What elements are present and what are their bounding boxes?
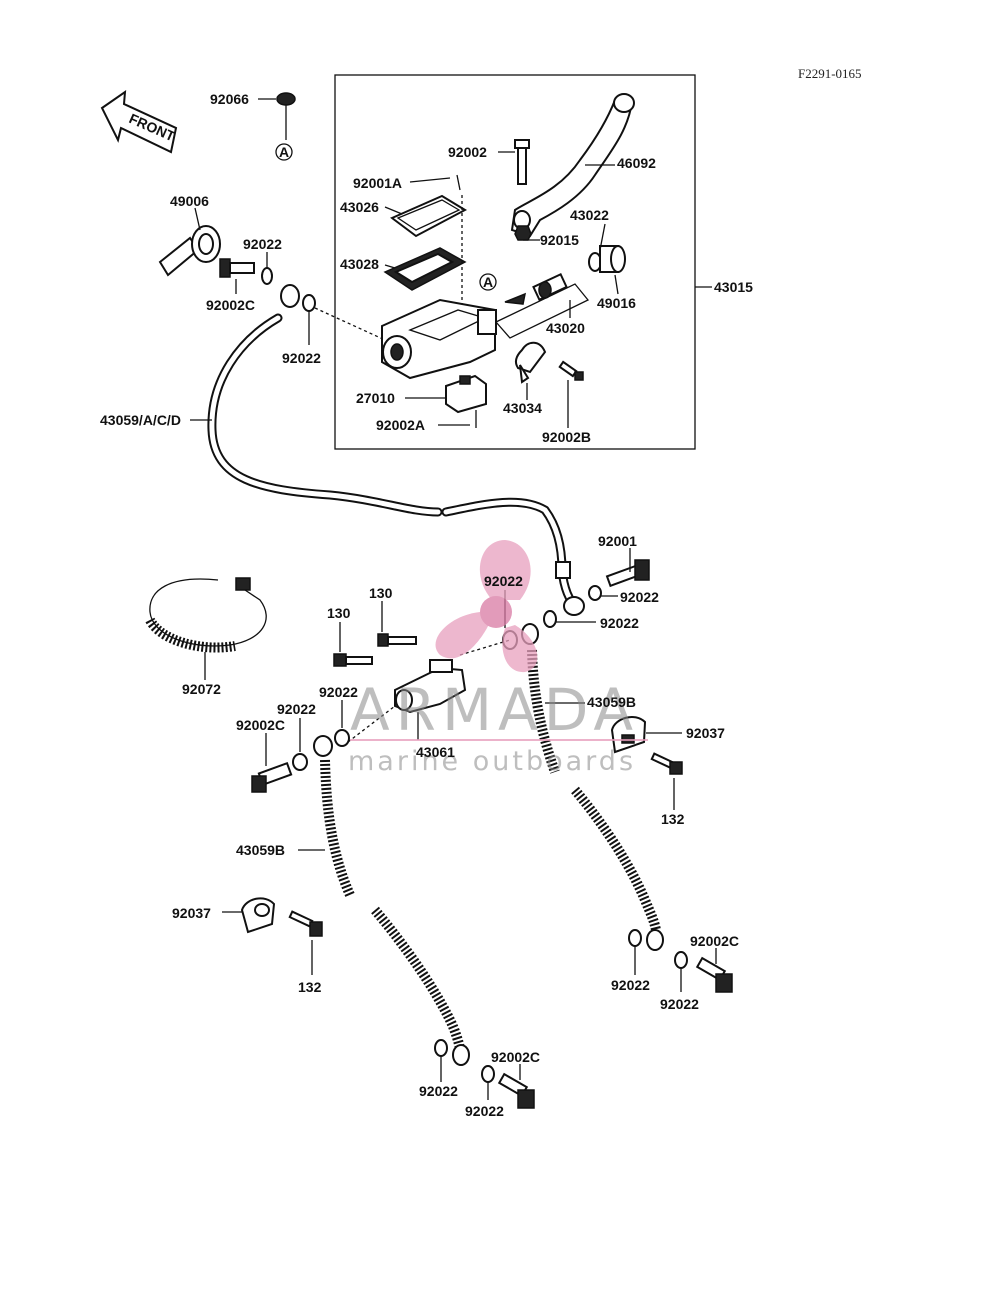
- label-46092: 46092: [617, 155, 656, 171]
- brake-lever-46092: [510, 93, 635, 238]
- nut-92015: [514, 225, 532, 241]
- diagram-code: F2291-0165: [798, 66, 862, 81]
- label-43026: 43026: [340, 199, 379, 215]
- label-92002b: 92002B: [542, 429, 591, 445]
- label-49006: 49006: [170, 193, 209, 209]
- bolt-130-b: [333, 653, 373, 667]
- banjo-bolt-92001: [605, 559, 650, 588]
- washer-92022-right-2: [543, 610, 557, 628]
- label-130-b: 130: [327, 605, 351, 621]
- holder-92037-left: [240, 897, 276, 934]
- diaphragm-43028: [383, 247, 467, 291]
- hose-43059b-right: [521, 623, 664, 951]
- bolt-132-right: [650, 752, 683, 775]
- label-92022-left-2: 92022: [277, 701, 316, 717]
- label-132-left: 132: [298, 979, 322, 995]
- hose-43059acd: [207, 313, 585, 616]
- washer-92022-top-left: [261, 267, 273, 285]
- front-direction-arrow: FRONT: [100, 89, 178, 154]
- master-cylinder-body: [381, 298, 497, 380]
- boot-49016: [599, 245, 626, 273]
- boot-49006: [158, 225, 221, 277]
- ref-marker-circle: [275, 143, 293, 161]
- label-92001a: 92001A: [353, 175, 402, 191]
- label-92002c-left-bottom: 92002C: [491, 1049, 540, 1065]
- washer-92022-right-bottom-1: [628, 929, 642, 947]
- washer-92022-left-bottom-1: [434, 1039, 448, 1057]
- label-27010: 27010: [356, 390, 395, 406]
- cap-92066: A: [275, 92, 296, 161]
- bolt-132-left: [288, 910, 323, 937]
- label-130-a: 130: [369, 585, 393, 601]
- label-92022-right-bottom-1: 92022: [611, 977, 650, 993]
- label-92002a: 92002A: [376, 417, 425, 433]
- banjo-bolt-92002c-top: [219, 258, 255, 278]
- label-49016: 49016: [597, 295, 636, 311]
- label-43022: 43022: [570, 207, 609, 223]
- washer-92022-left-1: [334, 729, 350, 747]
- label-43059acd: 43059/A/C/D: [100, 412, 181, 428]
- label-92066: 92066: [210, 91, 249, 107]
- banjo-bolt-92002c-right-bottom: [695, 956, 733, 993]
- ref-marker-circle-2: [479, 273, 497, 291]
- washer-92022-upper: [302, 294, 316, 312]
- watermark-brand: ARMADA: [350, 676, 639, 744]
- label-92015: 92015: [540, 232, 579, 248]
- master-cylinder-assembly-box: [334, 74, 696, 450]
- label-92037-left: 92037: [172, 905, 211, 921]
- banjo-bolt-92002c-left: [251, 761, 293, 793]
- washer-92022-left-bottom-2: [481, 1065, 495, 1083]
- label-92002c-top: 92002C: [206, 297, 255, 313]
- banjo-fitting-left: [313, 735, 333, 757]
- washer-92022-right-bottom-2: [674, 951, 688, 969]
- label-43034: 43034: [503, 400, 542, 416]
- pivot-bolt-92002: [514, 139, 530, 185]
- label-92002c-left: 92002C: [236, 717, 285, 733]
- piston-assembly-43020: [494, 272, 590, 339]
- label-92037-right: 92037: [686, 725, 725, 741]
- label-43059b-left: 43059B: [236, 842, 285, 858]
- label-92022-upper: 92022: [282, 350, 321, 366]
- propeller-logo: [435, 540, 538, 673]
- banjo-bolt-92002c-left-bottom: [497, 1072, 535, 1109]
- screw-92001a: [456, 174, 461, 191]
- hose-43059b-left: [320, 759, 470, 1066]
- bolt-130-a: [377, 633, 417, 647]
- washer-92022-right-1: [588, 585, 602, 601]
- ref-marker-a-2: A: [483, 274, 493, 290]
- armada-watermark: ARMADA marine outboards: [348, 540, 648, 777]
- ref-marker-a: A: [279, 144, 289, 160]
- label-132-right: 132: [661, 811, 685, 827]
- hose-clamp-band-92072: [145, 577, 267, 653]
- label-92001: 92001: [598, 533, 637, 549]
- reservoir-cover-43026: [390, 194, 468, 238]
- label-92002c-right-bottom: 92002C: [690, 933, 739, 949]
- three-way-joint-43061: [394, 659, 467, 714]
- label-43059b-right: 43059B: [587, 694, 636, 710]
- label-43061: 43061: [416, 744, 455, 760]
- label-43015: 43015: [714, 279, 753, 295]
- washer-92022-left-2: [292, 753, 308, 771]
- watermark-tagline: marine outboards: [348, 746, 636, 777]
- label-92072: 92072: [182, 681, 221, 697]
- label-92022-left-1: 92022: [319, 684, 358, 700]
- clamp-43034: [514, 341, 547, 384]
- label-92022-right-bottom-2: 92022: [660, 996, 699, 1012]
- bolt-92002b: [558, 360, 584, 381]
- label-92022-left-bottom-2: 92022: [465, 1103, 504, 1119]
- banjo-fitting-upper: [280, 284, 300, 308]
- brake-switch-27010: [445, 374, 487, 414]
- label-92002: 92002: [448, 144, 487, 160]
- label-92022-top: 92022: [243, 236, 282, 252]
- label-92022-right-1: 92022: [620, 589, 659, 605]
- label-43020: 43020: [546, 320, 585, 336]
- label-92022-right-2: 92022: [600, 615, 639, 631]
- label-92022-left-bottom-1: 92022: [419, 1083, 458, 1099]
- label-92022-center: 92022: [484, 573, 523, 589]
- label-43028: 43028: [340, 256, 379, 272]
